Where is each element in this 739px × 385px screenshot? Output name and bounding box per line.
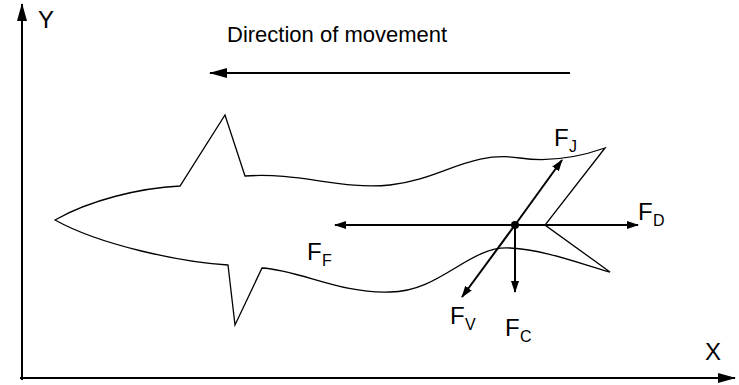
axis-label: X	[705, 340, 721, 364]
force-subscript: D	[653, 213, 665, 229]
force-subscript: V	[465, 317, 476, 333]
force-subscript: J	[569, 139, 577, 155]
force-origin-dot	[511, 221, 519, 229]
drag-force-vector	[515, 224, 638, 226]
force-symbol: F	[307, 240, 322, 264]
force-symbol: F	[554, 126, 569, 150]
axis-label: Y	[38, 8, 54, 32]
jet-force-vector	[515, 160, 562, 225]
fish-outline	[55, 115, 610, 325]
force-symbol: F	[505, 316, 520, 340]
c-force-vector	[514, 225, 516, 292]
force-symbol: F	[450, 304, 465, 328]
force-symbol: F	[638, 200, 653, 224]
force-subscript: C	[520, 329, 532, 345]
thrust-force-vector	[335, 224, 515, 226]
y-axis	[21, 4, 23, 380]
force-subscript: F	[322, 253, 332, 269]
x-axis	[20, 377, 735, 379]
direction-label: Direction of movement	[227, 24, 447, 46]
direction-arrow	[210, 72, 570, 74]
v-force-vector	[462, 225, 515, 297]
